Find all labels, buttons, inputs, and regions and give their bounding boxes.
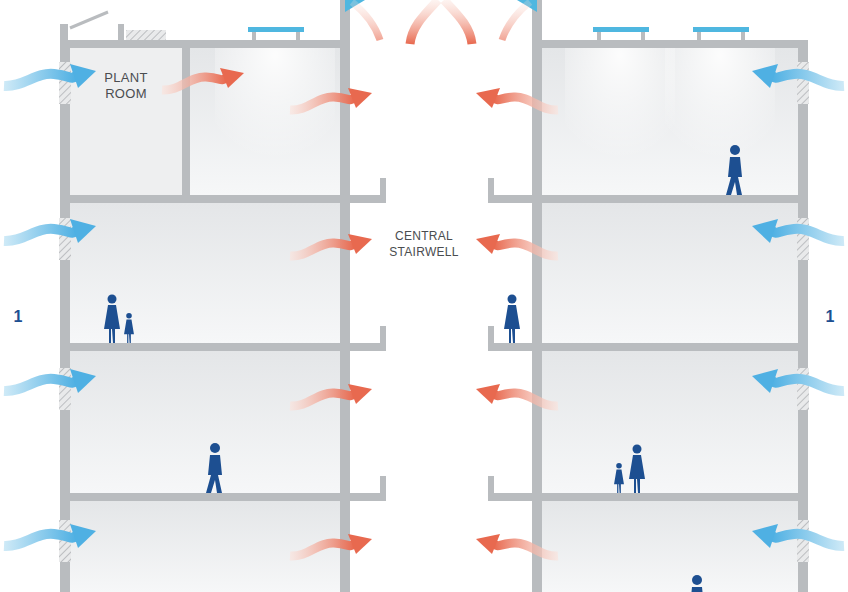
window-louvres (59, 62, 809, 562)
skylights (248, 0, 749, 40)
room-fills (70, 40, 798, 592)
walls-and-slabs (60, 0, 808, 592)
room-name: PLANT ROOM (96, 70, 156, 103)
plant-room: PLANT ROOM (94, 68, 158, 105)
people (104, 145, 742, 592)
callout-number: 1 (8, 306, 28, 328)
stairwell-label: CENTRAL STAIRWELL (387, 228, 461, 260)
exhaust-air-arrows (162, 0, 558, 556)
roof-vents (70, 12, 166, 40)
fresh-air-arrows (4, 64, 844, 548)
callout-number: 1 (820, 306, 840, 328)
